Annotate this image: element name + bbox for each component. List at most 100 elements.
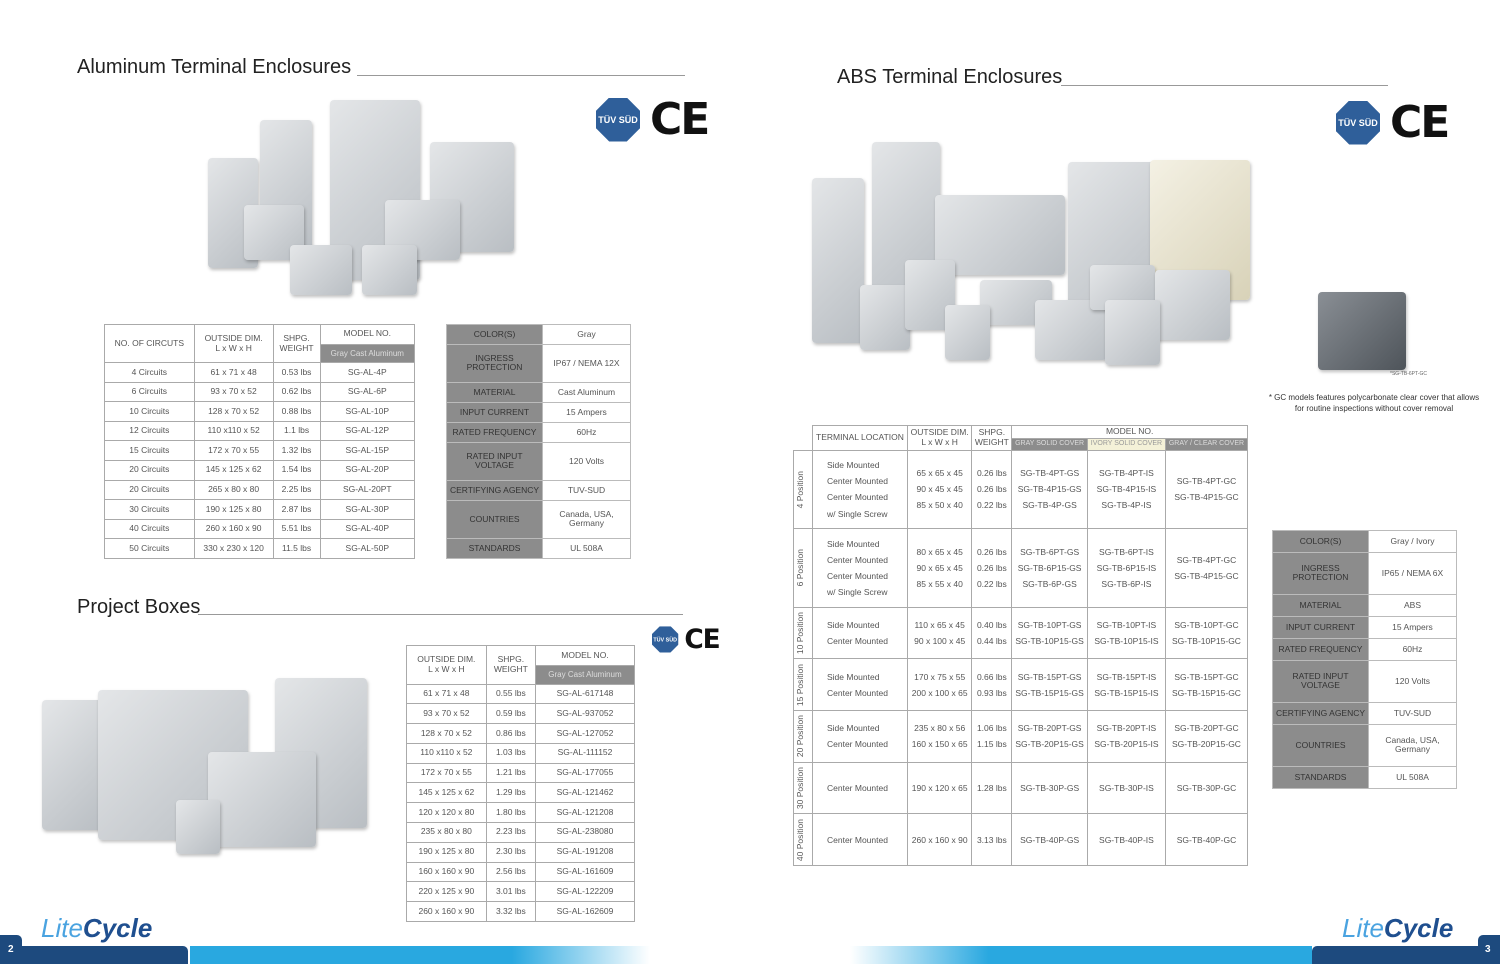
spec-value: IP65 / NEMA 6X	[1368, 552, 1457, 595]
table-cell: Center Mounted	[812, 813, 908, 866]
table-cell: 0.86 lbs	[485, 723, 536, 744]
table-cell: 5.51 lbs	[272, 518, 321, 540]
cover-subheader: IVORY SOLID COVER	[1086, 438, 1166, 451]
position-label: 30 Position	[793, 761, 813, 815]
table-cell: SG-TB-30P-GS	[1011, 761, 1088, 815]
spec-label: INPUT CURRENT	[1272, 615, 1369, 639]
table-cell: 4 Circuits	[104, 362, 195, 383]
table-cell: SG-AL-40P	[319, 518, 416, 540]
table-cell: 190 x 120 x 65	[906, 761, 973, 815]
spec-value: TUV-SUD	[1368, 701, 1457, 725]
brand-logo: LiteCycle	[1342, 913, 1454, 943]
table-cell: SG-AL-12P	[319, 420, 416, 442]
table-cell: 2.30 lbs	[485, 841, 536, 863]
column-header: SHPG.WEIGHT	[272, 323, 321, 364]
position-label: 15 Position	[793, 658, 813, 712]
table-cell: 1.1 lbs	[272, 420, 321, 442]
table-cell: SG-AL-50P	[319, 538, 416, 559]
spec-label: MATERIAL	[446, 382, 543, 403]
table-cell: 145 x 125 x 62	[193, 460, 274, 481]
table-cell: 190 x 125 x 80	[406, 841, 487, 863]
table-cell: 0.88 lbs	[272, 401, 321, 422]
table-cell: 172 x 70 x 55	[193, 440, 274, 461]
table-cell: SG-AL-20P	[319, 460, 416, 481]
position-text: 10 Position	[795, 612, 805, 655]
aluminum-title: Aluminum Terminal Enclosures	[77, 56, 352, 78]
table-cell: 120 x 120 x 80	[406, 802, 487, 823]
table-cell: 0.53 lbs	[272, 362, 321, 383]
table-cell: 6 Circuits	[104, 381, 195, 403]
position-text: 15 Position	[795, 663, 805, 706]
model-subheader: Gray Cast Aluminum	[319, 343, 416, 364]
spec-label: STANDARDS	[446, 537, 543, 560]
title-rule	[198, 614, 683, 615]
abs-title: ABS Terminal Enclosures	[837, 66, 1063, 88]
table-cell: SG-AL-162609	[534, 901, 636, 922]
position-label: 20 Position	[793, 710, 813, 763]
table-cell: 61 x 71 x 48	[406, 683, 487, 705]
spec-value: IP67 / NEMA 12X	[542, 343, 631, 384]
page-number-left: 2	[0, 935, 22, 964]
table-cell: SG-TB-40P-GS	[1011, 813, 1088, 866]
cover-subheader: GRAY / CLEAR COVER	[1164, 438, 1249, 451]
table-cell: SG-TB-30P-GC	[1164, 761, 1249, 815]
gc-model-photo	[1318, 292, 1406, 370]
table-cell: SG-AL-10P	[319, 401, 416, 422]
spec-value: Canada, USA,Germany	[542, 499, 631, 539]
title-rule	[1061, 85, 1388, 86]
title-rule	[357, 75, 685, 76]
table-cell: 10 Circuits	[104, 401, 195, 422]
column-header: OUTSIDE DIM.L x W x H	[406, 645, 487, 685]
spec-value: Canada, USA,Germany	[1368, 723, 1457, 767]
table-cell: SG-AL-122209	[534, 881, 636, 903]
spec-value: UL 508A	[1368, 765, 1457, 790]
position-text: 4 Position	[795, 470, 805, 509]
position-label: 4 Position	[793, 449, 813, 530]
table-cell: SG-AL-177055	[534, 762, 636, 784]
spec-label: STANDARDS	[1272, 765, 1369, 790]
header-row: Gray Cast Aluminum	[105, 343, 416, 364]
ce-mark: CE	[684, 624, 720, 655]
spec-value: 120 Volts	[1368, 659, 1457, 703]
spec-label: MATERIAL	[1272, 593, 1369, 617]
table-cell: 265 x 80 x 80	[193, 479, 274, 501]
spec-label: INPUT CURRENT	[446, 401, 543, 423]
